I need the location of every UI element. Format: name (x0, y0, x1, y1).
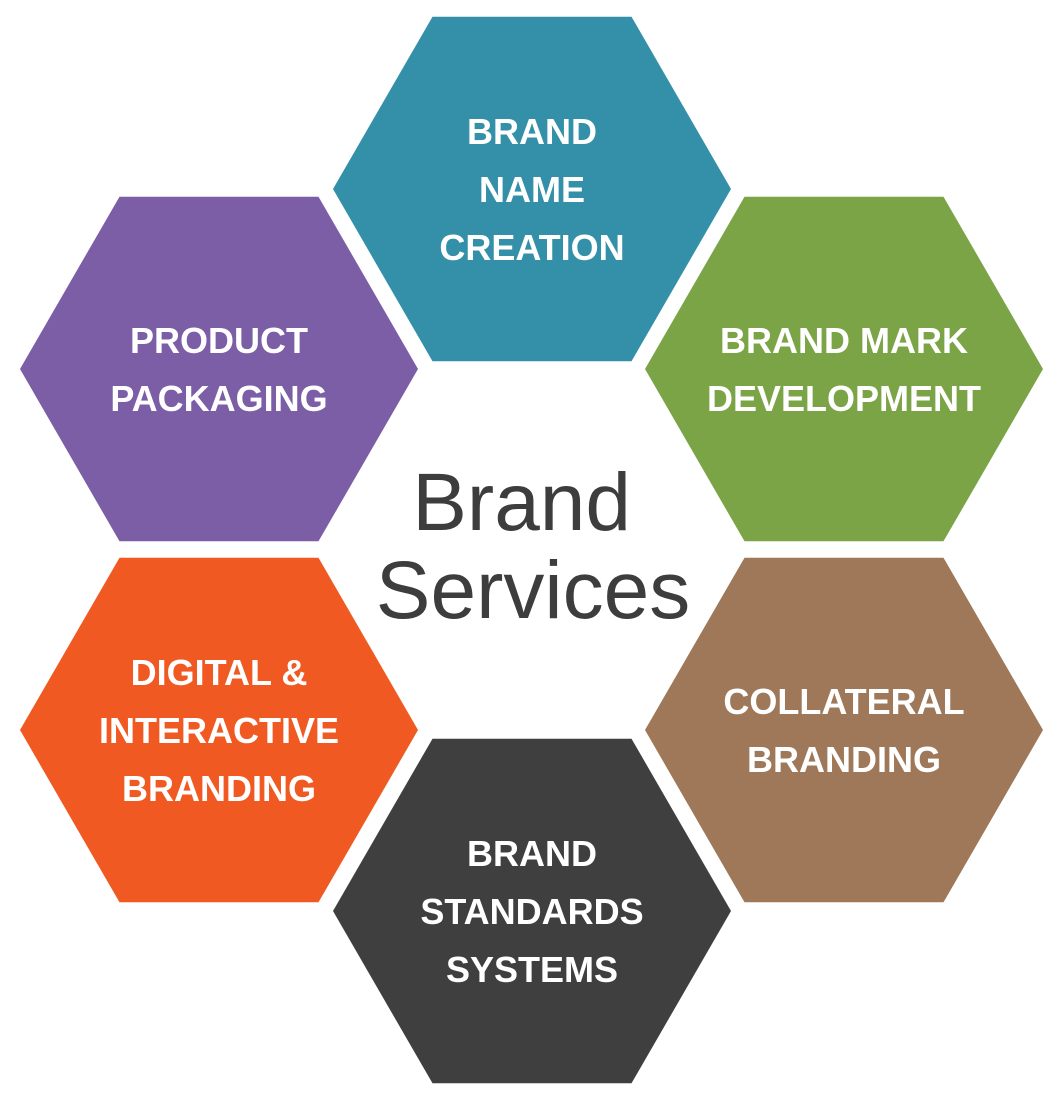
hexagon-shape (333, 738, 731, 1084)
service-hexagon-digital-interactive-branding: DIGITAL & INTERACTIVE BRANDING (20, 557, 418, 903)
hexagon-label-line: STANDARDS (420, 891, 643, 932)
hexagon-label: PRODUCT PACKAGING (110, 320, 327, 419)
service-hexagon-collateral-branding: COLLATERAL BRANDING (645, 557, 1043, 903)
service-hexagon-brand-mark-development: BRAND MARK DEVELOPMENT (645, 196, 1043, 542)
hexagon-layer: BRAND NAME CREATION BRAND MARK DEVELOPMENT CO… (20, 16, 1043, 1084)
hexagon-shape (20, 196, 418, 542)
hexagon-label-line: BRAND (467, 833, 597, 874)
hexagon-label-line: INTERACTIVE (99, 710, 339, 751)
hexagon-shape (333, 16, 731, 362)
hexagon-shape (645, 557, 1043, 903)
hexagon-label: DIGITAL & INTERACTIVE BRANDING (99, 652, 339, 809)
hexagon-label: COLLATERAL BRANDING (723, 681, 964, 780)
hexagon-label-line: PACKAGING (110, 378, 327, 419)
hexagon-label-line: DIGITAL & (131, 652, 308, 693)
hexagon-label-line: NAME (479, 169, 585, 210)
hexagon-label-line: BRANDING (747, 739, 941, 780)
hexagon-label: BRAND MARK DEVELOPMENT (707, 320, 981, 419)
service-hexagon-brand-standards-systems: BRAND STANDARDS SYSTEMS (333, 738, 731, 1084)
hexagon-shape (645, 196, 1043, 542)
hexagon-label-line: CREATION (439, 227, 624, 268)
hexagon-label-line: BRAND (467, 111, 597, 152)
hexagon-label-line: BRAND MARK (720, 320, 968, 361)
center-title-line: Brand (412, 457, 631, 548)
hexagon-label-line: BRANDING (122, 768, 316, 809)
center-title-line: Services (376, 545, 690, 636)
service-hexagon-product-packaging: PRODUCT PACKAGING (20, 196, 418, 542)
hexagon-shape (20, 557, 418, 903)
hexagon-label: BRAND NAME CREATION (439, 111, 624, 268)
hexagon-label-line: DEVELOPMENT (707, 378, 981, 419)
hexagon-label-line: SYSTEMS (446, 949, 618, 990)
service-hexagon-brand-name-creation: BRAND NAME CREATION (333, 16, 731, 362)
center-title: Brand Services (376, 457, 690, 636)
hexagon-label-line: COLLATERAL (723, 681, 964, 722)
hexagon-label-line: PRODUCT (130, 320, 308, 361)
hexagon-label: BRAND STANDARDS SYSTEMS (420, 833, 643, 990)
